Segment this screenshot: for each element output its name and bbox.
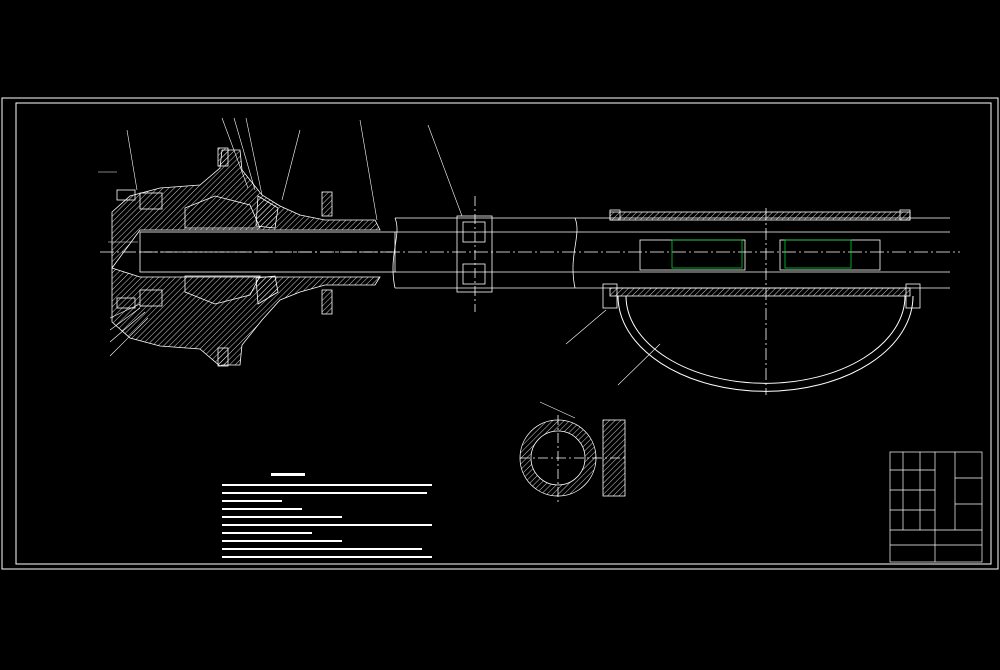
technical-notes	[222, 473, 432, 558]
drawing-border-outer	[1, 97, 999, 570]
section-detail	[519, 415, 628, 502]
title-block	[889, 451, 983, 563]
rotor-section	[602, 208, 921, 395]
hub-assembly	[111, 147, 396, 367]
leader-lines	[98, 117, 661, 419]
drawing-border-inner	[15, 102, 992, 565]
clamp-block	[456, 196, 493, 312]
